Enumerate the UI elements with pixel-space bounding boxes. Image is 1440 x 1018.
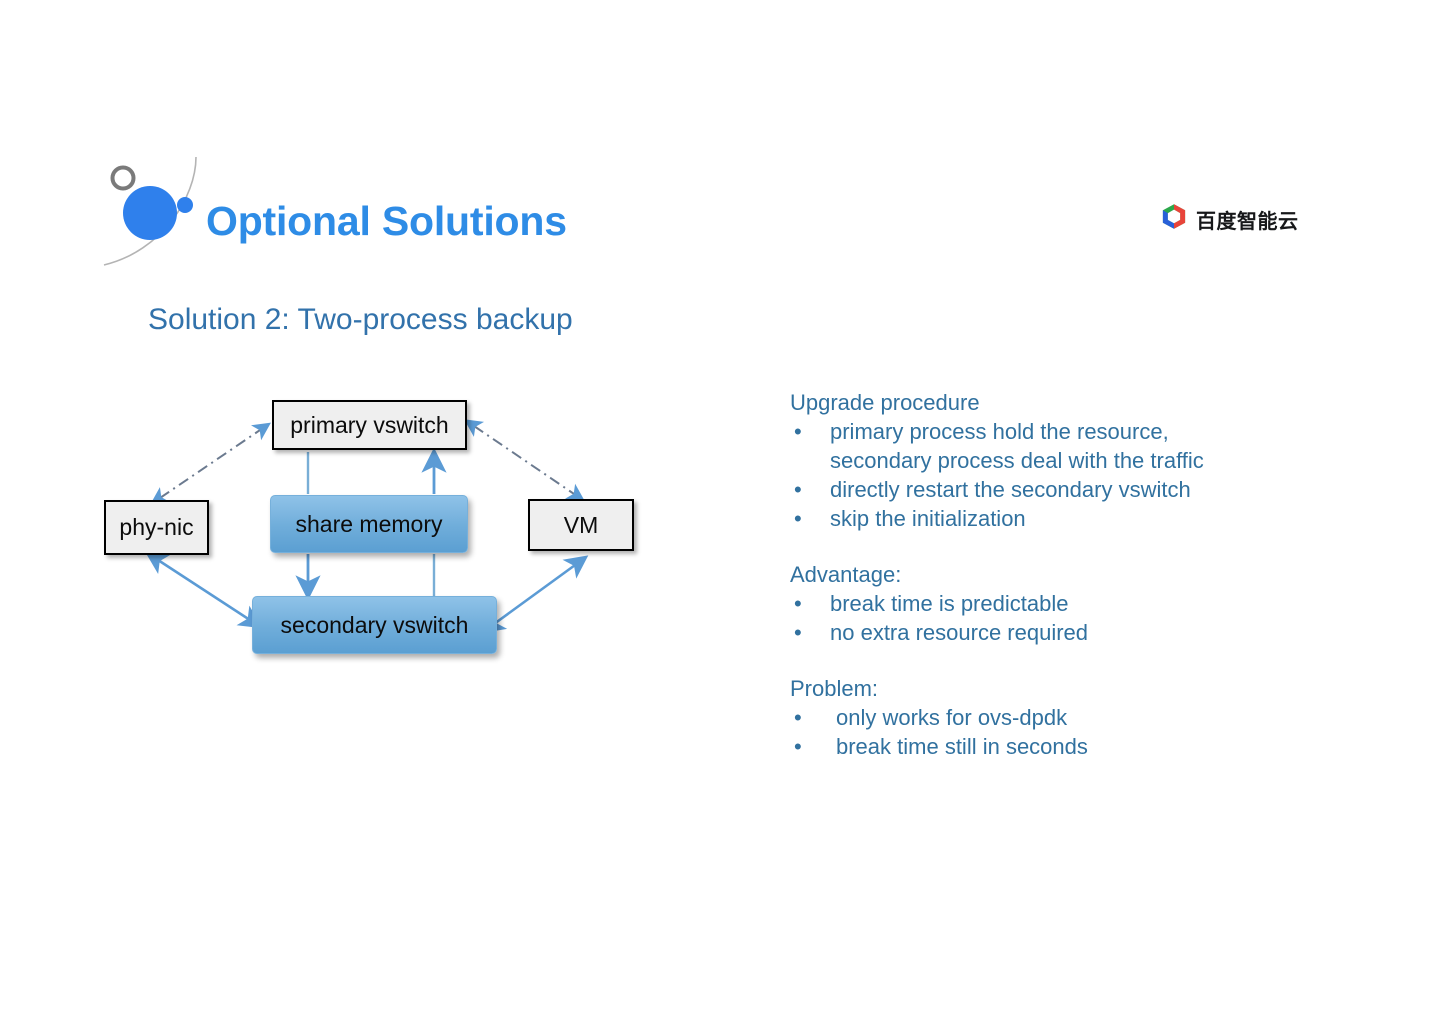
bullet-glyph: •	[794, 506, 802, 531]
notes-list-advantage: • break time is predictable • no extra r…	[790, 589, 1310, 647]
diagram-node-label: primary vswitch	[290, 411, 449, 438]
diagram-node-vm[interactable]: VM	[528, 499, 634, 551]
slide-header: Optional Solutions 百度智能云	[0, 0, 1440, 300]
connector-primary-vm	[464, 419, 585, 502]
list-item-text: no extra resource required	[830, 620, 1089, 645]
diagram-node-phy-nic[interactable]: phy-nic	[104, 500, 209, 555]
list-item: • no extra resource required	[790, 618, 1310, 647]
connector-phynic-secondary	[144, 551, 263, 629]
list-item-text: skip the initialization	[830, 506, 1026, 531]
list-item: • directly restart the secondary vswitch	[790, 475, 1310, 504]
bullet-glyph: •	[794, 477, 802, 502]
notes-spacer	[790, 647, 1310, 674]
list-item-text: directly restart the secondary vswitch	[830, 477, 1191, 502]
bullet-glyph: •	[794, 419, 802, 444]
list-item-text: primary process hold the resource,	[830, 419, 1169, 444]
bullet-glyph: •	[794, 591, 802, 616]
section-title: Solution 2: Two-process backup	[148, 303, 573, 336]
list-item-text: break time still in seconds	[836, 734, 1088, 759]
connector-phynic-primary	[150, 422, 271, 505]
bullet-glyph: •	[794, 705, 802, 730]
bullet-glyph: •	[794, 620, 802, 645]
list-item: • skip the initialization	[790, 504, 1310, 533]
baidu-cloud-logo: 百度智能云	[1161, 203, 1299, 235]
notes-list-upgrade: • primary process hold the resource, sec…	[790, 417, 1310, 533]
architecture-diagram: primary vswitch phy-nic share memory VM …	[90, 380, 680, 670]
page-title: Optional Solutions	[206, 198, 567, 244]
diagram-node-primary-vswitch[interactable]: primary vswitch	[272, 400, 467, 450]
notes-list-problem: • only works for ovs-dpdk • break time s…	[790, 703, 1310, 761]
notes-heading-problem: Problem:	[790, 676, 879, 701]
notes-spacer	[790, 533, 1310, 560]
bullet-glyph: •	[794, 734, 802, 759]
list-item: • only works for ovs-dpdk	[790, 703, 1310, 732]
list-item-text-continued: secondary process deal with the traffic	[830, 448, 1204, 473]
connector-secondary-vm	[481, 555, 589, 634]
baidu-cloud-logo-text: 百度智能云	[1196, 208, 1299, 233]
diagram-node-label: share memory	[295, 510, 443, 537]
diagram-node-label: secondary vswitch	[280, 611, 469, 638]
notes-heading-advantage: Advantage:	[790, 562, 902, 587]
list-item-text: only works for ovs-dpdk	[836, 705, 1068, 730]
list-item-text: break time is predictable	[830, 591, 1069, 616]
list-item: • break time still in seconds	[790, 732, 1310, 761]
decorative-circles-mark	[100, 155, 215, 270]
notes-panel: Upgrade procedure • primary process hold…	[790, 388, 1310, 761]
baidu-cloud-hexagon-icon	[1161, 203, 1187, 235]
diagram-node-secondary-vswitch[interactable]: secondary vswitch	[252, 596, 497, 654]
diagram-connectors	[144, 419, 589, 634]
diagram-node-share-memory[interactable]: share memory	[270, 495, 468, 553]
list-item: • primary process hold the resource, sec…	[790, 417, 1310, 475]
notes-heading-upgrade: Upgrade procedure	[790, 390, 980, 415]
diagram-node-label: VM	[563, 511, 599, 538]
diagram-node-label: phy-nic	[119, 514, 194, 540]
list-item: • break time is predictable	[790, 589, 1310, 618]
